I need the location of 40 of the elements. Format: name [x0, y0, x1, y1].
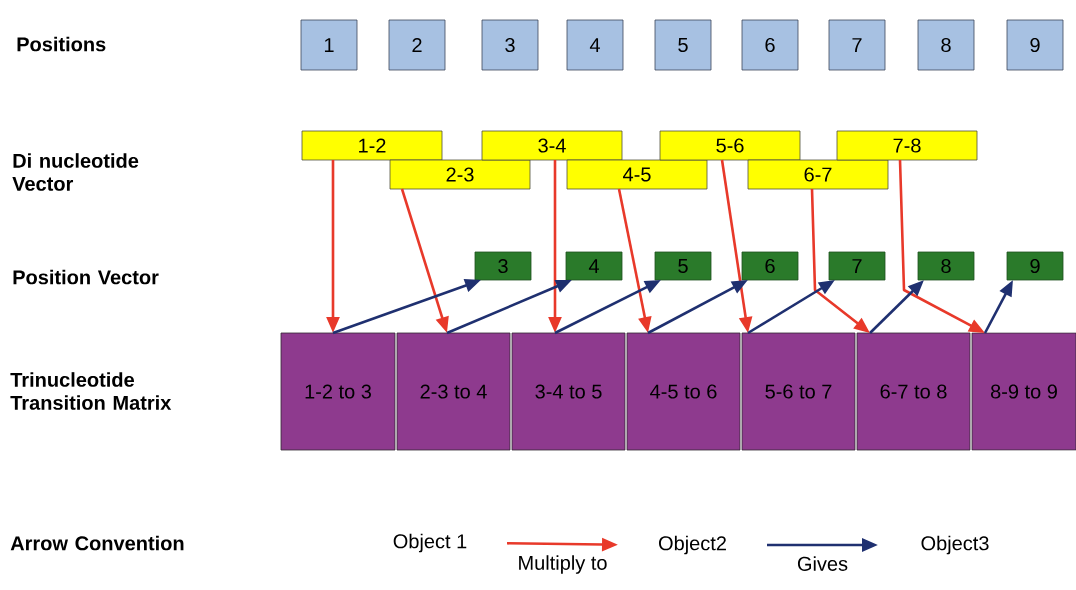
matrix-cell: 4-5 to 6: [626, 332, 741, 451]
dinucleotide-box: 5-6: [659, 130, 801, 161]
matrix-cell: 2-3 to 4: [396, 332, 511, 451]
position-vector-box: 7: [828, 251, 886, 281]
position-vector-box: 8: [917, 251, 975, 281]
position-box: 4: [566, 19, 624, 71]
dinucleotide-box: 7-8: [836, 130, 978, 161]
matrix-cell: 8-9 to 9: [971, 332, 1076, 451]
position-box: 6: [741, 19, 799, 71]
position-vector-box: 4: [565, 251, 623, 281]
position-box: 7: [828, 19, 886, 71]
position-vector-box: 3: [474, 251, 532, 281]
position-box: 1: [300, 19, 358, 71]
matrix-cell: 1-2 to 3: [280, 332, 396, 451]
row-label: Arrow Convention: [10, 535, 184, 551]
position-box: 9: [1006, 19, 1064, 71]
matrix-cell: 5-6 to 7: [741, 332, 856, 451]
edge-label: Gives: [795, 555, 850, 572]
object-label: Object3: [921, 535, 989, 555]
position-box: 2: [388, 19, 446, 71]
position-vector-box: 9: [1006, 251, 1064, 281]
dinucleotide-box: 4-5: [566, 159, 708, 190]
row-label: Positions: [17, 36, 106, 52]
dinucleotide-box: 6-7: [747, 159, 889, 190]
position-box: 5: [654, 19, 712, 71]
position-vector-box: 5: [654, 251, 712, 281]
position-box: 3: [481, 19, 539, 71]
object-label: Object2: [659, 535, 726, 555]
matrix-cell: 6-7 to 8: [856, 332, 971, 451]
row-label: Position Vector: [13, 269, 159, 285]
row-label: Di nucleotide Vector: [12, 153, 139, 191]
edge-label: Multiply to: [516, 554, 609, 575]
dinucleotide-box: 3-4: [481, 130, 623, 161]
position-box: 8: [917, 19, 975, 71]
dinucleotide-box: 2-3: [389, 159, 531, 190]
object-label: Object 1: [393, 533, 467, 553]
position-vector-box: 6: [741, 251, 799, 281]
dinucleotide-box: 1-2: [301, 130, 443, 161]
row-label: Trinucleotide Transition Matrix: [10, 372, 172, 410]
matrix-cell: 3-4 to 5: [511, 332, 626, 451]
